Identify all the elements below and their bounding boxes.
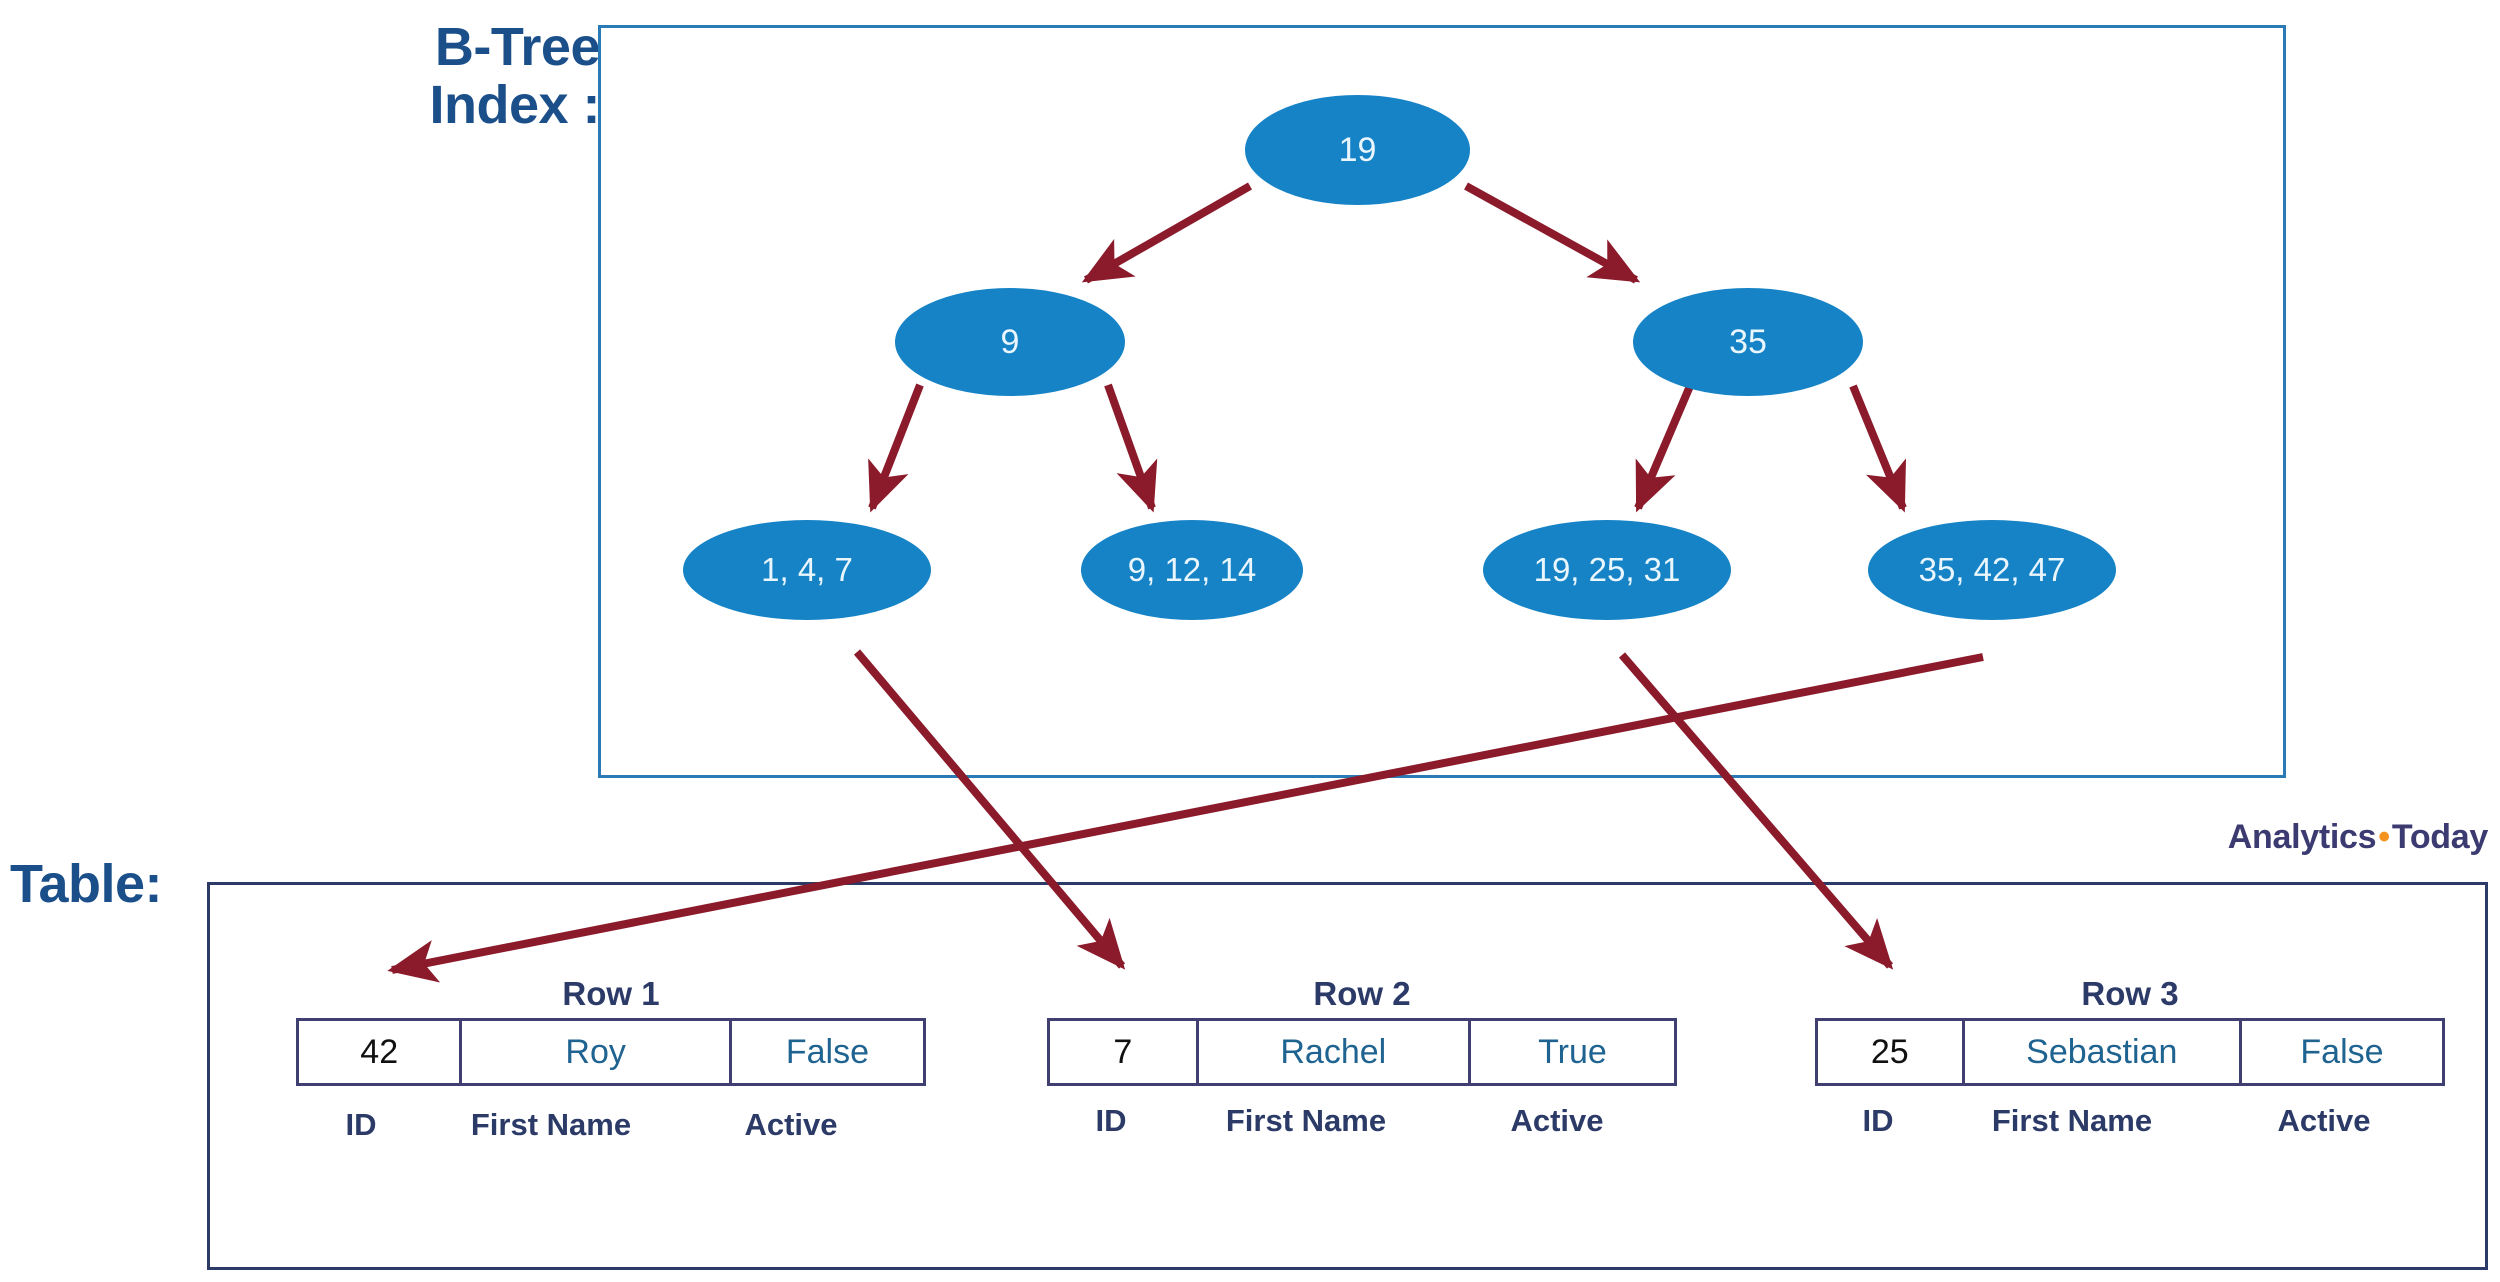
column-header-id: ID <box>345 1107 377 1142</box>
table-row[interactable]: 25 Sebastian False <box>1815 1018 2445 1086</box>
btree-node-root[interactable]: 19 <box>1245 95 1470 205</box>
row-2-first-name-cell: Rachel <box>1199 1021 1471 1083</box>
btree-node-left-label: 9 <box>1000 322 1020 361</box>
btree-leaf-1[interactable]: 1, 4, 7 <box>683 520 931 620</box>
table-row[interactable]: 42 Roy False <box>296 1018 926 1086</box>
btree-leaf-4-label: 35, 42, 47 <box>1918 551 2066 588</box>
row-1-title: Row 1 <box>562 975 660 1012</box>
column-header-id: ID <box>1862 1103 1894 1138</box>
brand-logo: Analytics•Today <box>2227 818 2489 857</box>
btree-leaf-2-label: 9, 12, 14 <box>1127 551 1257 588</box>
row-2-id-cell: 7 <box>1050 1021 1199 1083</box>
btree-node-left[interactable]: 9 <box>895 288 1125 396</box>
row-3-id-cell: 25 <box>1818 1021 1965 1083</box>
column-header-active: Active <box>1510 1103 1604 1138</box>
btree-index-title: B-Tree Index : <box>429 17 600 136</box>
btree-leaf-3-label: 19, 25, 31 <box>1533 551 1681 588</box>
row-2-title: Row 2 <box>1313 975 1411 1012</box>
column-header-id: ID <box>1095 1103 1127 1138</box>
table-row[interactable]: 7 Rachel True <box>1047 1018 1677 1086</box>
btree-node-root-label: 19 <box>1338 130 1377 169</box>
column-header-first-name: First Name <box>1991 1103 2153 1138</box>
row-3-column-headers: ID First Name Active <box>1815 1103 2445 1139</box>
btree-node-right[interactable]: 35 <box>1633 288 1863 396</box>
brand-dot-icon: • <box>2378 818 2390 856</box>
btree-leaf-4[interactable]: 35, 42, 47 <box>1868 520 2116 620</box>
btree-leaf-1-label: 1, 4, 7 <box>761 551 853 588</box>
column-header-active: Active <box>2277 1103 2371 1138</box>
row-2-active-cell: True <box>1538 1032 1607 1071</box>
btree-leaf-2[interactable]: 9, 12, 14 <box>1081 520 1303 620</box>
table-title: Table: <box>10 854 163 914</box>
brand-left-text: Analytics <box>2227 818 2377 856</box>
btree-node-right-label: 35 <box>1729 322 1767 361</box>
row-3-first-name-cell: Sebastian <box>1965 1021 2242 1083</box>
row-1-column-headers: ID First Name Active <box>296 1107 926 1143</box>
row-3-active-cell: False <box>2300 1032 2384 1071</box>
row-2-column-headers: ID First Name Active <box>1047 1103 1677 1139</box>
row-3-title: Row 3 <box>2081 975 2179 1012</box>
row-1-id-cell: 42 <box>299 1021 463 1083</box>
btree-leaf-3[interactable]: 19, 25, 31 <box>1483 520 1731 620</box>
column-header-first-name: First Name <box>1225 1103 1387 1138</box>
brand-right-text: Today <box>2391 818 2488 856</box>
row-1-first-name-cell: Roy <box>462 1021 732 1083</box>
column-header-first-name: First Name <box>470 1107 632 1142</box>
column-header-active: Active <box>744 1107 838 1142</box>
row-1-active-cell: False <box>785 1032 869 1071</box>
